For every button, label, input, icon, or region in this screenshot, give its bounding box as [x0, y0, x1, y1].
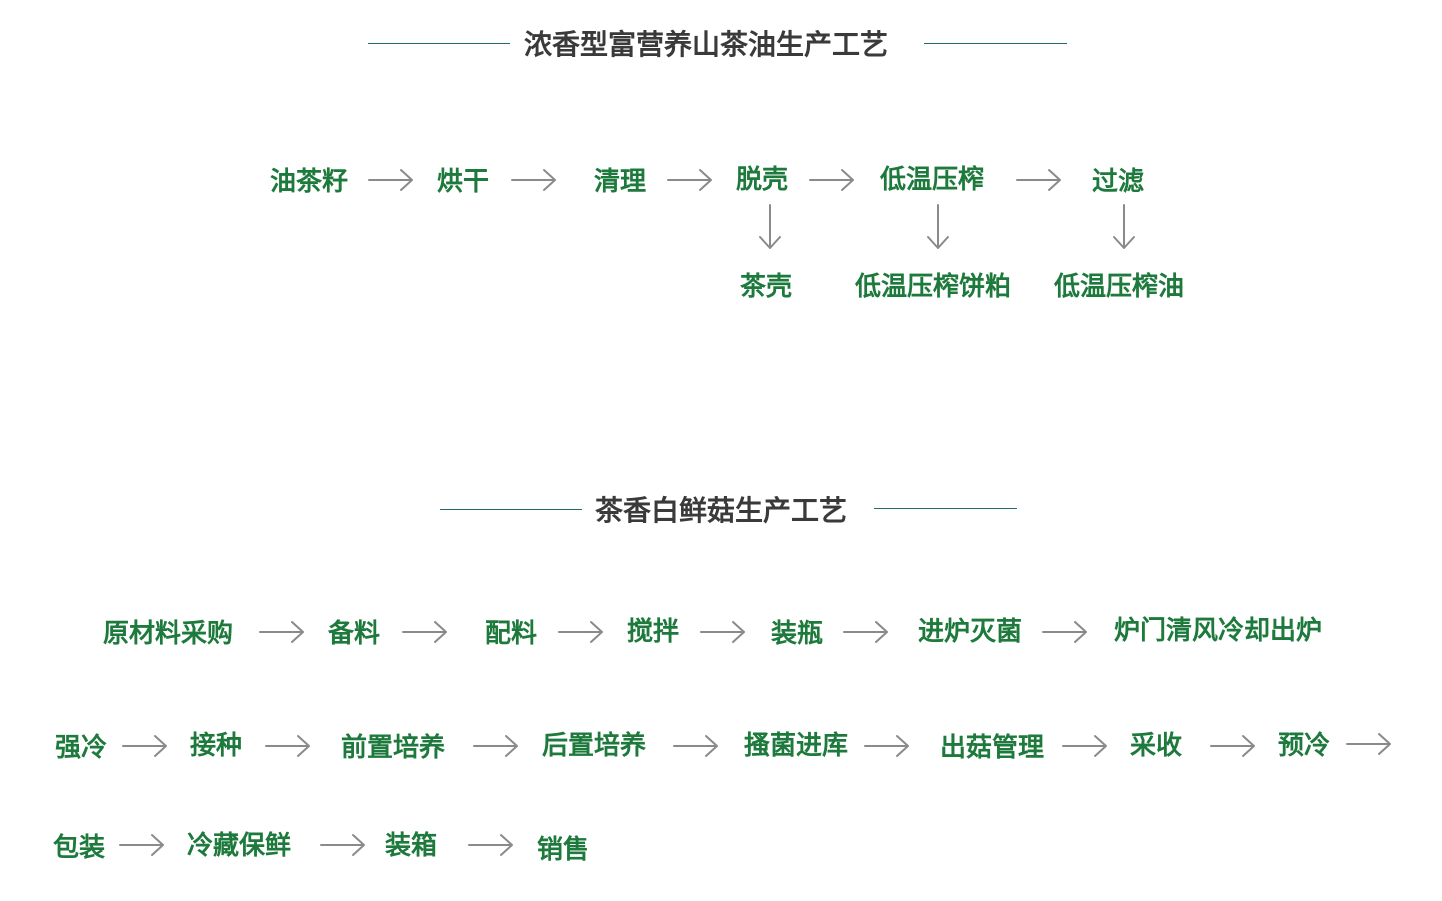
step-pre-cooling: 预冷 [1278, 731, 1331, 761]
step-raw-material-purchase: 原材料采购 [103, 619, 234, 649]
right-arrow-icon [122, 735, 167, 757]
right-arrow-icon [1016, 169, 1061, 191]
right-arrow-icon [468, 834, 513, 856]
right-arrow-icon [1042, 621, 1087, 643]
right-arrow-icon [864, 735, 909, 757]
right-arrow-icon [265, 735, 310, 757]
section1-title-line-left [368, 43, 510, 44]
section2-title: 茶香白鲜菇生产工艺 [595, 494, 848, 527]
right-arrow-icon [667, 169, 712, 191]
right-arrow-icon [1346, 733, 1391, 755]
step-drying: 烘干 [437, 167, 490, 197]
down-arrow-icon [927, 204, 949, 249]
right-arrow-icon [1210, 735, 1255, 757]
output-tea-shell: 茶壳 [740, 272, 793, 302]
step-post-cultivation: 后置培养 [542, 731, 647, 761]
right-arrow-icon [368, 169, 413, 191]
section2-title-line-left [440, 509, 582, 510]
step-refrigeration: 冷藏保鲜 [187, 831, 292, 861]
step-inoculation: 接种 [190, 731, 243, 761]
down-arrow-icon [759, 204, 781, 249]
step-boxing: 装箱 [385, 831, 438, 861]
step-formulation: 配料 [485, 619, 538, 649]
right-arrow-icon [320, 834, 365, 856]
step-oil-tea-seed: 油茶籽 [270, 167, 349, 197]
step-fruiting-management: 出菇管理 [940, 733, 1045, 763]
right-arrow-icon [259, 621, 304, 643]
right-arrow-icon [119, 834, 164, 856]
step-sterilization: 进炉灭菌 [918, 617, 1023, 647]
right-arrow-icon [673, 735, 718, 757]
right-arrow-icon [843, 621, 888, 643]
right-arrow-icon [473, 735, 518, 757]
output-pressed-oil: 低温压榨油 [1054, 272, 1185, 302]
step-low-temp-pressing: 低温压榨 [880, 165, 985, 195]
step-packaging: 包装 [53, 833, 106, 863]
right-arrow-icon [558, 621, 603, 643]
right-arrow-icon [1062, 735, 1107, 757]
right-arrow-icon [402, 621, 447, 643]
step-sales: 销售 [537, 835, 590, 865]
section1-title: 浓香型富营养山茶油生产工艺 [524, 28, 889, 61]
step-mixing: 搅拌 [627, 617, 680, 647]
step-shelling: 脱壳 [736, 165, 789, 195]
output-pressed-cake: 低温压榨饼粕 [855, 272, 1012, 302]
step-cooling-out: 炉门清风冷却出炉 [1114, 616, 1323, 646]
step-pre-cultivation: 前置培养 [341, 733, 446, 763]
step-bottling: 装瓶 [771, 619, 824, 649]
section2-title-line-right [874, 508, 1017, 509]
right-arrow-icon [809, 169, 854, 191]
down-arrow-icon [1113, 204, 1135, 249]
step-material-prep: 备料 [328, 619, 381, 649]
step-cleaning: 清理 [594, 167, 647, 197]
step-forced-cooling: 强冷 [55, 733, 108, 763]
step-filtering: 过滤 [1092, 167, 1145, 197]
step-harvest: 采收 [1130, 731, 1183, 761]
right-arrow-icon [700, 621, 745, 643]
section1-title-line-right [924, 43, 1067, 44]
right-arrow-icon [511, 169, 556, 191]
step-scratching-storage: 搔菌进库 [744, 731, 849, 761]
